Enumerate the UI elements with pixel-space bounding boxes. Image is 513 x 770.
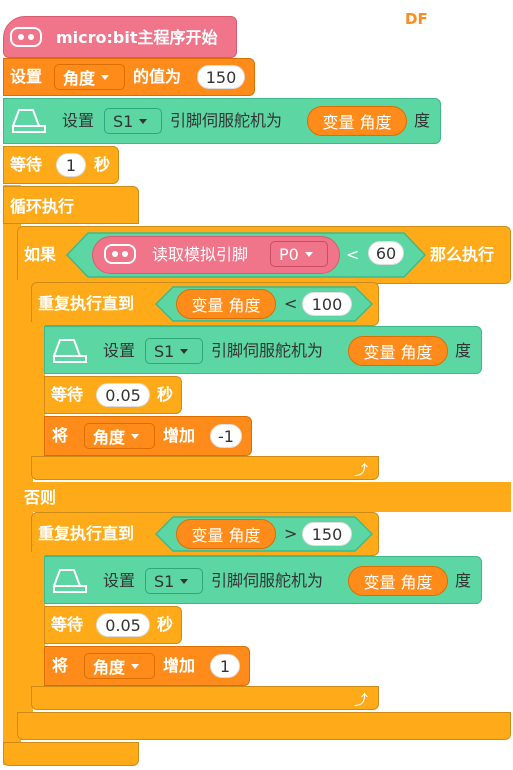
wait-2-value[interactable]: 0.05 bbox=[96, 383, 150, 407]
repeat-2-label: 重复执行直到 bbox=[38, 524, 135, 543]
repeat-2-bottom-cap[interactable] bbox=[31, 686, 379, 710]
variable-dropdown[interactable]: 角度 bbox=[54, 64, 125, 90]
servo-3-suffix: 度 bbox=[455, 571, 472, 590]
servo-icon bbox=[52, 338, 88, 364]
caret-icon bbox=[131, 433, 140, 439]
change-1-value[interactable]: -1 bbox=[210, 424, 242, 448]
set-variable-mid: 的值为 bbox=[133, 67, 182, 86]
servo-3-pin-dropdown[interactable]: S1 bbox=[145, 568, 203, 594]
read-analog-label: 读取模拟引脚 bbox=[152, 245, 249, 264]
servo-3-pin-label: S1 bbox=[154, 571, 175, 591]
variable-dropdown-label: 角度 bbox=[63, 69, 96, 88]
servo-icon bbox=[11, 108, 47, 134]
wait-1-value[interactable]: 1 bbox=[56, 153, 86, 177]
then-label: 那么执行 bbox=[430, 245, 495, 264]
servo-2-pin-label: S1 bbox=[154, 341, 175, 361]
set-variable-value[interactable]: 150 bbox=[197, 65, 245, 89]
else-label: 否则 bbox=[24, 488, 57, 507]
watermark-text: DF bbox=[405, 10, 428, 28]
caret-icon bbox=[180, 578, 189, 584]
servo-2-prefix: 设置 bbox=[103, 341, 136, 360]
if-compare-value[interactable]: 60 bbox=[368, 241, 404, 265]
change-2-prefix: 将 bbox=[52, 656, 69, 675]
servo-icon bbox=[52, 568, 88, 594]
set-variable-prefix: 设置 bbox=[10, 67, 43, 86]
forever-loop-label: 循环执行 bbox=[10, 197, 75, 216]
start-label: micro:bit主程序开始 bbox=[56, 28, 218, 47]
wait-1-prefix: 等待 bbox=[10, 155, 43, 174]
caret-icon bbox=[180, 348, 189, 354]
microbit-icon bbox=[10, 27, 42, 47]
wait-1-suffix: 秒 bbox=[94, 155, 111, 174]
servo-3-mid: 引脚伺服舵机为 bbox=[211, 571, 324, 590]
repeat-1-left-bar bbox=[31, 322, 45, 462]
analog-pin-dropdown[interactable]: P0 bbox=[270, 241, 328, 267]
loop-bottom-cap bbox=[3, 742, 139, 766]
repeat-1-label: 重复执行直到 bbox=[38, 294, 135, 313]
servo-2-pin-dropdown[interactable]: S1 bbox=[145, 338, 203, 364]
servo-2-mid: 引脚伺服舵机为 bbox=[211, 341, 324, 360]
servo-3-angle-var[interactable]: 变量 角度 bbox=[348, 566, 448, 596]
servo-2-angle-var[interactable]: 变量 角度 bbox=[348, 336, 448, 366]
wait-2-prefix: 等待 bbox=[51, 385, 84, 404]
change-2-mid: 增加 bbox=[163, 656, 196, 675]
servo-1-prefix: 设置 bbox=[62, 111, 95, 130]
caret-icon bbox=[139, 118, 148, 124]
servo-2-suffix: 度 bbox=[455, 341, 472, 360]
servo-1-suffix: 度 bbox=[414, 111, 431, 130]
repeat-2-value[interactable]: 150 bbox=[302, 522, 352, 546]
microbit-icon bbox=[104, 244, 136, 264]
wait-2-suffix: 秒 bbox=[157, 385, 174, 404]
servo-1-mid: 引脚伺服舵机为 bbox=[170, 111, 283, 130]
change-1-var-dropdown[interactable]: 角度 bbox=[84, 423, 155, 449]
repeat-1-angle-var[interactable]: 变量 角度 bbox=[176, 289, 276, 319]
caret-icon bbox=[101, 74, 110, 80]
servo-1-angle-var[interactable]: 变量 角度 bbox=[307, 106, 407, 136]
change-1-var-label: 角度 bbox=[93, 428, 126, 447]
change-1-prefix: 将 bbox=[52, 426, 69, 445]
repeat-1-operator: < bbox=[284, 294, 298, 313]
caret-icon bbox=[304, 251, 313, 257]
repeat-1-value[interactable]: 100 bbox=[302, 292, 352, 316]
start-hat-block[interactable] bbox=[3, 16, 237, 58]
forever-loop-header[interactable] bbox=[3, 186, 139, 224]
servo-1-pin-dropdown[interactable]: S1 bbox=[104, 108, 162, 134]
loop-arrow-icon: ⤴ bbox=[354, 463, 368, 479]
loop-body-bar bbox=[3, 185, 21, 765]
else-bar bbox=[17, 482, 511, 512]
caret-icon bbox=[131, 663, 140, 669]
if-else-bottom-cap bbox=[17, 712, 511, 740]
change-2-value[interactable]: 1 bbox=[210, 654, 240, 678]
analog-pin-label: P0 bbox=[279, 244, 299, 264]
repeat-2-operator: > bbox=[284, 524, 298, 543]
wait-3-value[interactable]: 0.05 bbox=[96, 613, 150, 637]
change-2-var-dropdown[interactable]: 角度 bbox=[84, 653, 155, 679]
wait-3-prefix: 等待 bbox=[51, 615, 84, 634]
loop-arrow-icon: ⤴ bbox=[354, 693, 368, 709]
repeat-1-bottom-cap[interactable] bbox=[31, 456, 379, 480]
repeat-2-left-bar bbox=[31, 552, 45, 692]
servo-3-prefix: 设置 bbox=[103, 571, 136, 590]
if-label: 如果 bbox=[24, 245, 57, 264]
change-2-var-label: 角度 bbox=[93, 658, 126, 677]
wait-3-suffix: 秒 bbox=[157, 615, 174, 634]
repeat-2-angle-var[interactable]: 变量 角度 bbox=[176, 519, 276, 549]
servo-1-pin-label: S1 bbox=[113, 111, 134, 131]
if-compare-operator: < bbox=[346, 245, 360, 264]
change-1-mid: 增加 bbox=[163, 426, 196, 445]
